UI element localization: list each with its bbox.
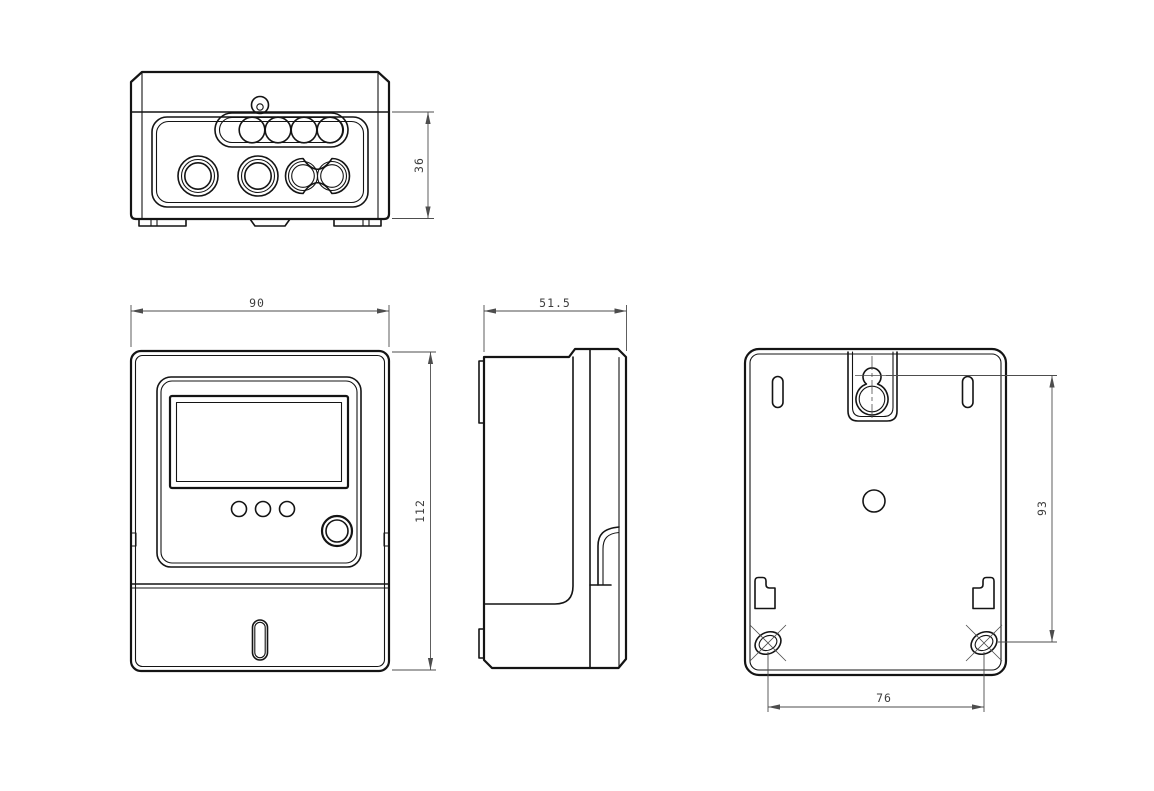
- side-view: 51.5: [478, 296, 628, 670]
- led-indicators: [230, 500, 296, 518]
- dimension-label: 51.5: [539, 296, 571, 310]
- dimension-76: 76: [767, 652, 985, 712]
- lcd-display-window: [175, 401, 343, 483]
- mounting-screw-right: [965, 624, 1003, 662]
- keyhole-recess-inner: [851, 351, 894, 418]
- dimension-112: 112: [392, 351, 436, 671]
- screw-hole-outer: [754, 630, 782, 656]
- screw-cross-mark: [965, 624, 1003, 662]
- face-panel-inner-line: [160, 380, 358, 564]
- keyhole-recess: [847, 351, 898, 422]
- dimension-93: 93: [886, 375, 1057, 643]
- keyhole-mount-slot: [855, 367, 889, 416]
- back-body-inner-line: [749, 353, 1002, 671]
- dimension-label: 36: [412, 157, 426, 173]
- cover-seal-screw-center: [256, 103, 264, 111]
- dimension-51-5: 51.5: [483, 296, 627, 352]
- cable-entry-bore: [244, 162, 273, 191]
- cable-entry-outer-ring: [237, 155, 279, 197]
- back-body-outline: [743, 347, 1008, 677]
- face-panel: [156, 376, 362, 568]
- lcd-display-frame: [168, 394, 350, 490]
- front-body-inner-line: [134, 354, 386, 668]
- mounting-screw-left: [749, 624, 787, 662]
- terminal-screw-holes: [238, 116, 344, 144]
- seal-slot-inner: [254, 621, 266, 659]
- vent-slot-right: [961, 375, 974, 409]
- foot-right: [333, 218, 382, 227]
- led-indicator: [254, 500, 272, 518]
- top-view: 36: [129, 70, 434, 227]
- led-indicator: [230, 500, 248, 518]
- latch-notch-left: [130, 532, 137, 547]
- top-view-body-outline: [129, 70, 391, 221]
- cable-entry-outer-ring: [177, 155, 219, 197]
- double-entry-outline: [284, 157, 351, 195]
- led-indicator: [278, 500, 296, 518]
- dimension-label: 112: [413, 499, 427, 523]
- extension-line: [767, 652, 985, 712]
- rail-clip-channel-inner: [602, 531, 620, 586]
- vent-slot-left: [771, 375, 784, 409]
- extension-line: [483, 305, 627, 352]
- dimension-label: 76: [876, 691, 892, 705]
- screw-cross-mark: [749, 624, 787, 662]
- screw-hole-inner: [974, 634, 994, 652]
- cable-entry-bore: [184, 162, 213, 191]
- push-button-outer: [320, 514, 354, 548]
- foot-left-rib: [150, 218, 158, 227]
- dimension-label: 90: [249, 296, 265, 310]
- rail-clip-channel-outer: [597, 526, 620, 586]
- double-entry-bore-inner: [320, 164, 344, 188]
- push-button-inner: [325, 519, 349, 543]
- bezel-lip-top: [478, 360, 485, 424]
- foot-left: [138, 218, 187, 227]
- cable-entry-mid-ring: [240, 158, 276, 194]
- double-entry-bore-inner: [291, 164, 315, 188]
- bezel-lip-bottom: [478, 628, 485, 659]
- cable-entry-middle: [237, 155, 279, 197]
- extension-line: [886, 375, 1057, 643]
- double-entry-bore: [287, 160, 319, 192]
- front-view: 90 112: [129, 296, 436, 673]
- front-cover-profile: [483, 356, 574, 605]
- terminal-cover-inner-line: [155, 120, 365, 204]
- seal-slot: [251, 619, 269, 661]
- side-body-outline: [482, 347, 628, 670]
- foot-right-rib: [362, 218, 370, 227]
- cable-entry-left: [177, 155, 219, 197]
- mounting-feet: [138, 218, 382, 227]
- terminal-screw-boss: [214, 112, 349, 148]
- dimension-36: 36: [392, 111, 434, 219]
- foot-center-tab: [249, 218, 291, 227]
- screw-hole-inner: [758, 634, 778, 652]
- dimension-label: 93: [1035, 500, 1049, 516]
- double-entry-bore: [316, 160, 348, 192]
- hook-cutout-left: [754, 576, 776, 610]
- cover-seal-screw: [250, 95, 270, 115]
- hook-cutout-right: [972, 576, 995, 610]
- cable-entry-double: [284, 157, 351, 195]
- cable-entry-mid-ring: [180, 158, 216, 194]
- terminal-hole: [316, 116, 344, 144]
- back-view: 93 76: [743, 347, 1057, 712]
- center-mounting-hole: [862, 489, 886, 513]
- screw-hole-outer: [970, 630, 998, 656]
- latch-notch-right: [383, 532, 390, 547]
- front-body-outline: [129, 349, 391, 673]
- dimension-90: 90: [130, 296, 390, 347]
